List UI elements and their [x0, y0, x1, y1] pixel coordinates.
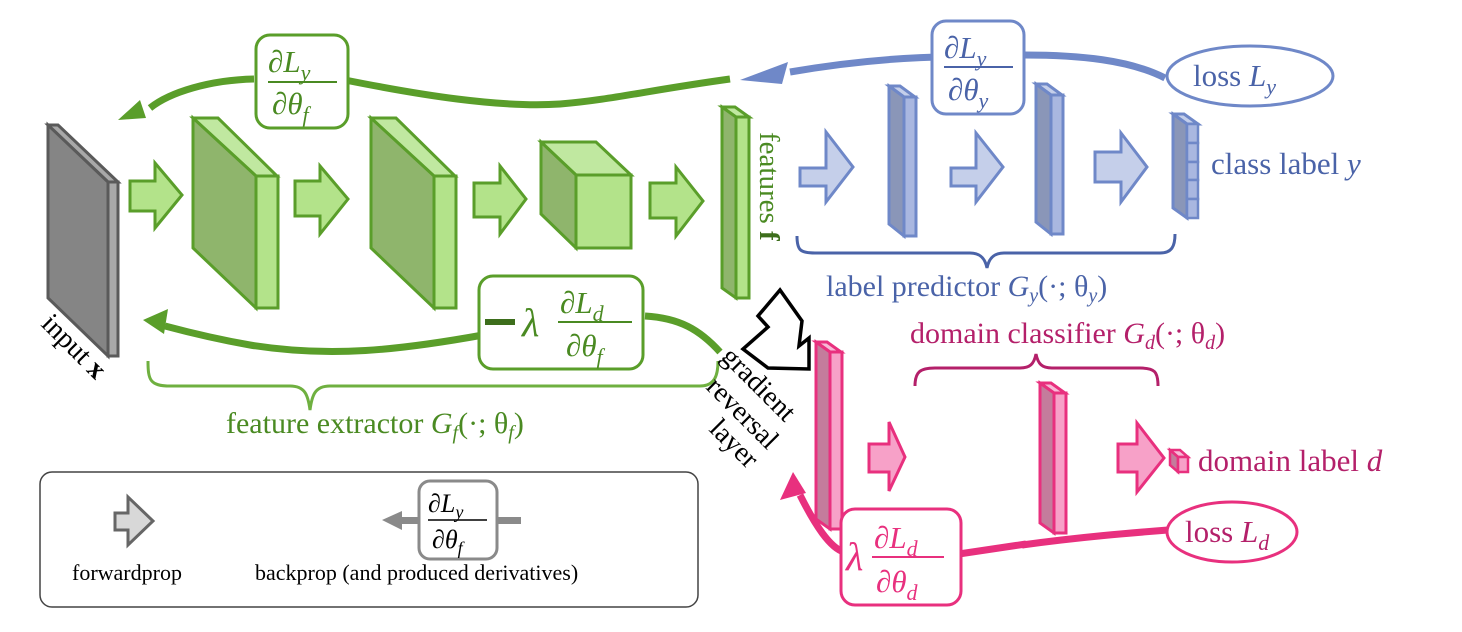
features-label: features f: [753, 132, 785, 241]
derivative-box-lambda-dLd-dthetad: λ ∂Ld ∂θd: [839, 507, 963, 607]
derivative-box-dLy-dthetaf: ∂Ly ∂θf: [254, 33, 350, 130]
label-predictor-brace: [795, 233, 1177, 269]
derivative-box-dLy-dthetay: ∂Ly ∂θy: [930, 19, 1026, 116]
arrowhead-icon: [780, 472, 806, 500]
svg-text:∂θf: ∂θf: [566, 328, 606, 369]
svg-text:∂Ly: ∂Ly: [268, 44, 311, 85]
forward-arrow-3: [472, 161, 528, 239]
forward-arrow-2: [293, 161, 350, 239]
svg-text:∂θf: ∂θf: [272, 86, 312, 127]
svg-text:λ: λ: [521, 300, 539, 345]
derivative-box-neg-lambda-dLd-dthetaf: λ ∂Ld ∂θf: [477, 274, 645, 371]
grl-forward-arrow: [740, 287, 811, 371]
arrowhead-icon: [740, 62, 788, 84]
svg-text:loss Ly: loss Ly: [1193, 58, 1276, 99]
conv-layer-1: [189, 114, 281, 312]
input-slab: [44, 121, 122, 360]
loss-d-node: loss Ld: [1165, 500, 1299, 564]
svg-text:∂Ld: ∂Ld: [874, 520, 919, 561]
forward-arrow-lp-1: [798, 127, 855, 207]
svg-text:λ: λ: [845, 534, 863, 579]
svg-text:∂Ld: ∂Ld: [560, 285, 605, 326]
domain-label-text: domain label d: [1198, 443, 1383, 478]
loss-y-connector: [1023, 51, 1167, 82]
svg-text:∂Ly: ∂Ly: [428, 489, 463, 522]
arrowhead-icon: [143, 309, 168, 334]
legend-forwardprop-label: forwardprop: [72, 560, 182, 585]
legend-forwardprop-arrow-icon: [113, 493, 156, 549]
class-label-text: class label y: [1211, 146, 1361, 181]
legend-backprop-arrow-icon: ∂Ly ∂θf: [382, 479, 521, 561]
svg-text:∂θf: ∂θf: [432, 525, 466, 558]
domain-classifier-brace: [913, 353, 1160, 387]
legend: forwardprop ∂Ly ∂θf backprop (and produc…: [39, 471, 699, 608]
label-predictor-label: label predictor Gy(·; θy): [826, 270, 1107, 307]
minus-sign: [485, 319, 515, 325]
forward-arrow-1: [128, 158, 184, 233]
svg-text:∂Ly: ∂Ly: [944, 30, 987, 71]
domain-classifier-label: domain classifier Gd(·; θd): [910, 317, 1225, 354]
conv-layer-2: [367, 114, 459, 312]
svg-text:∂θd: ∂θd: [876, 564, 919, 605]
dense-layer-dc-2: [1035, 380, 1070, 536]
dense-layer-dc-1: [811, 339, 846, 532]
svg-text:loss Ld: loss Ld: [1185, 514, 1270, 555]
loss-y-node: loss Ly: [1165, 44, 1335, 108]
svg-text:∂θy: ∂θy: [948, 72, 989, 113]
feature-extractor-brace: [146, 360, 720, 411]
features-vector: [717, 104, 754, 301]
forward-arrow-lp-2: [949, 128, 1005, 207]
feature-extractor-label: feature extractor Gf(·; θf): [226, 407, 524, 444]
dense-layer-lp-1: [884, 83, 920, 240]
legend-backprop-label: backprop (and produced derivatives): [255, 560, 578, 585]
forward-arrow-dc-2: [1116, 418, 1166, 497]
class-output-vector: [1168, 111, 1203, 221]
forward-arrow-4: [648, 162, 705, 241]
arrowhead-icon: [118, 100, 146, 120]
conv-layer-3-cube: [537, 138, 635, 252]
backprop-arrow-grl-to-input: [143, 309, 723, 356]
backprop-arrow-features-to-input: [118, 75, 731, 120]
dense-layer-lp-2: [1031, 81, 1067, 238]
forward-arrow-lp-3: [1093, 128, 1149, 207]
forward-arrow-dc-1: [867, 421, 907, 492]
domain-output-cube: [1166, 447, 1192, 475]
